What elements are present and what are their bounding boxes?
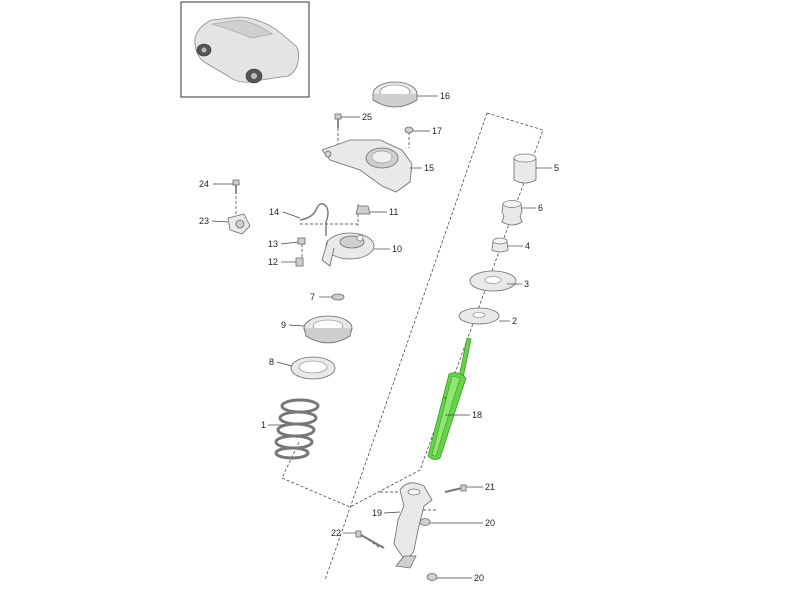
part-12-screw: [295, 257, 304, 267]
callout-17: 17: [432, 126, 442, 136]
callout-2: 2: [512, 316, 517, 326]
part-22-bolt: [355, 530, 385, 549]
part-4-bushing: [491, 237, 509, 253]
callout-3: 3: [524, 279, 529, 289]
part-14-sensor-wire: [299, 203, 329, 236]
callout-labels: 16 25 17 15 24 14 11 23 13 10 12 7 9 8 1…: [199, 91, 559, 583]
leader-lines: [211, 95, 552, 579]
callout-10: 10: [392, 244, 402, 254]
callout-18: 18: [472, 410, 482, 420]
callout-14: 14: [269, 207, 279, 217]
part-13-screw: [297, 237, 306, 245]
part-24-bolt: [232, 179, 240, 194]
part-19-fork-bracket: [393, 482, 433, 569]
callout-13: 13: [268, 239, 278, 249]
part-17-nut: [404, 126, 414, 134]
callout-11: 11: [389, 207, 398, 217]
part-23-clip: [227, 213, 251, 235]
callout-20-upper: 20: [485, 518, 495, 528]
callout-22: 22: [331, 528, 341, 538]
callout-5: 5: [554, 163, 559, 173]
callout-16: 16: [440, 91, 450, 101]
car-icon: [194, 16, 300, 84]
part-25-bolt: [334, 113, 342, 128]
callout-23: 23: [199, 216, 209, 226]
part-6-bump-stop: [501, 200, 523, 226]
part-18-shock-absorber: [427, 337, 472, 460]
callout-6: 6: [538, 203, 543, 213]
callout-21: 21: [485, 482, 495, 492]
callout-20-lower: 20: [474, 573, 484, 583]
part-20-nut-lower: [426, 573, 438, 581]
part-2-washer: [458, 307, 500, 325]
vehicle-thumbnail: [180, 1, 310, 98]
part-15-upper-bracket: [321, 139, 413, 193]
part-16-mount-ring: [372, 81, 418, 108]
part-8-spring-pad: [290, 356, 336, 380]
part-20-nut-upper: [419, 518, 431, 526]
callout-19: 19: [372, 508, 382, 518]
callout-4: 4: [525, 241, 530, 251]
assembly-boundary: [281, 112, 544, 581]
part-21-bolt: [444, 484, 467, 493]
part-9-spring-seat: [303, 315, 353, 344]
callout-9: 9: [281, 320, 286, 330]
callout-25: 25: [362, 112, 372, 122]
part-3-washer: [469, 270, 517, 292]
callout-12: 12: [268, 257, 278, 267]
part-5-cap: [513, 153, 537, 184]
callout-15: 15: [424, 163, 434, 173]
part-11-nut: [355, 205, 371, 215]
callout-8: 8: [269, 357, 274, 367]
callout-7: 7: [310, 292, 315, 302]
callout-1: 1: [261, 420, 266, 430]
part-10-support-bearing: [321, 232, 375, 267]
callout-24: 24: [199, 179, 209, 189]
part-7-nut: [331, 293, 345, 301]
part-1-coil-spring: [274, 398, 320, 460]
